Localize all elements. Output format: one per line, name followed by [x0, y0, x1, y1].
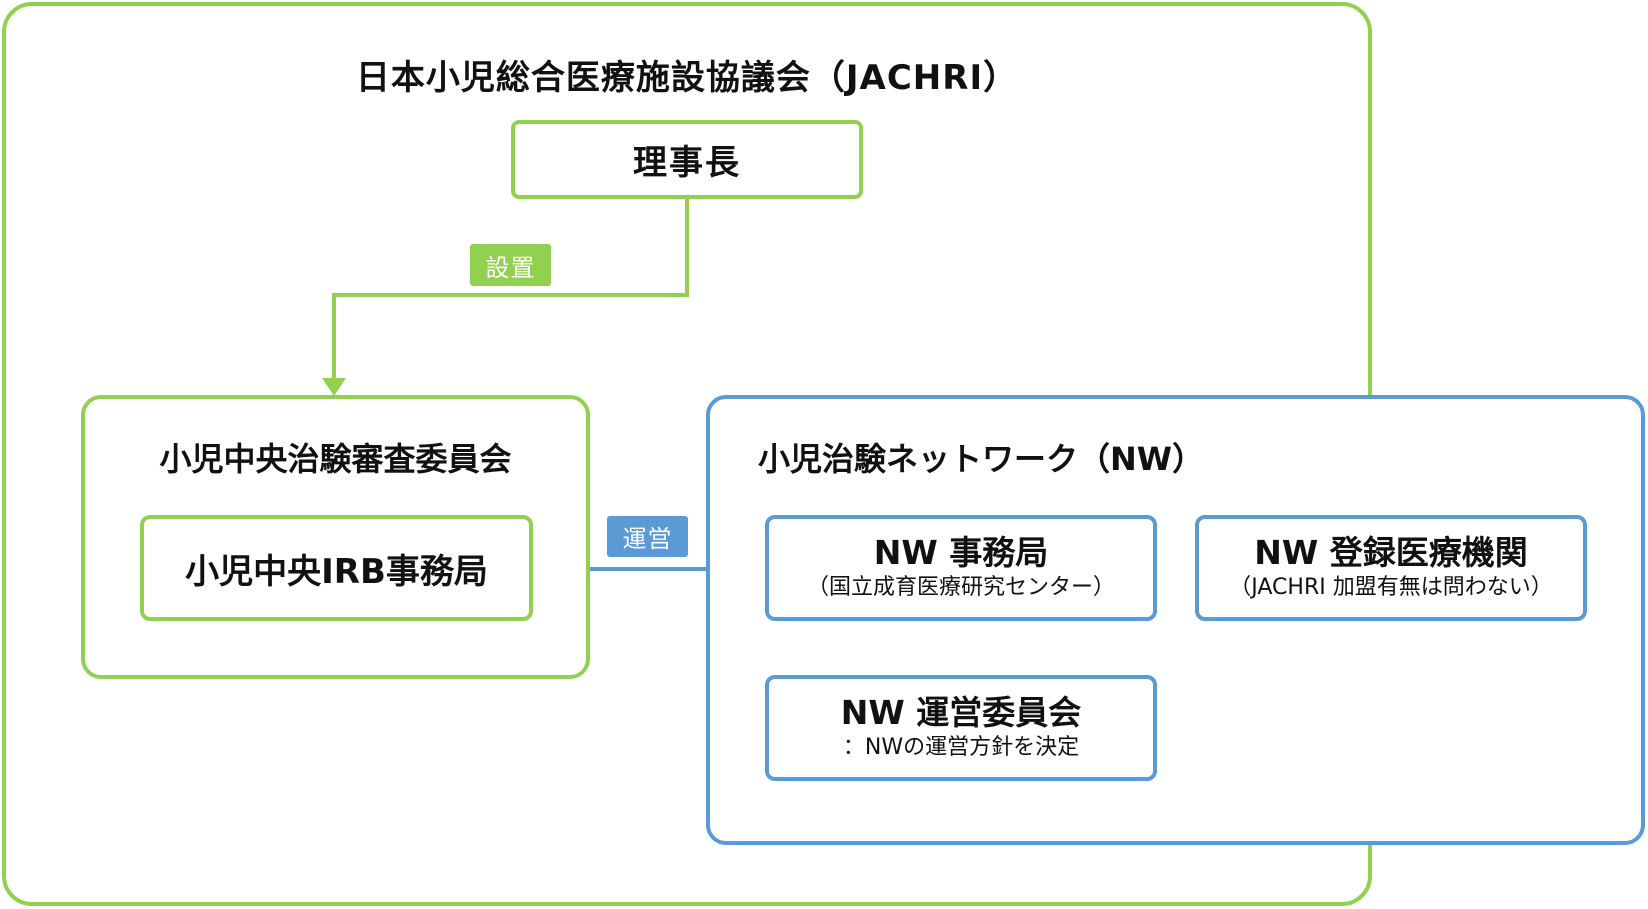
irb-office-node: 小児中央IRB事務局	[140, 515, 533, 621]
setup-label: 設置	[470, 244, 551, 286]
nw-steering-title: NW 運営委員会	[840, 693, 1082, 732]
nw-office-title: NW 事務局	[873, 533, 1049, 572]
committee-title: 小児中央治験審査委員会	[159, 440, 512, 478]
nw-members-node: NW 登録医療機関 （JACHRI 加盟有無は問わない）	[1195, 515, 1587, 621]
network-title: 小児治験ネットワーク（NW）	[758, 440, 1205, 478]
nw-steering-node: NW 運営委員会 ：NWの運営方針を決定	[765, 675, 1157, 781]
nw-office-subtitle: （国立成育医療研究センター）	[806, 575, 1115, 600]
chair-node: 理事長	[511, 120, 863, 199]
nw-steering-subtitle: ：NWの運営方針を決定	[842, 735, 1080, 760]
nw-office-node: NW 事務局 （国立成育医療研究センター）	[765, 515, 1157, 621]
chair-label: 理事長	[633, 143, 741, 183]
irb-office-label: 小児中央IRB事務局	[185, 551, 488, 592]
nw-members-title: NW 登録医療機関	[1254, 533, 1528, 572]
operate-label: 運営	[607, 516, 688, 557]
nw-members-subtitle: （JACHRI 加盟有無は問わない）	[1229, 575, 1553, 600]
jachri-title: 日本小児総合医療施設協議会（JACHRI）	[355, 58, 1019, 98]
